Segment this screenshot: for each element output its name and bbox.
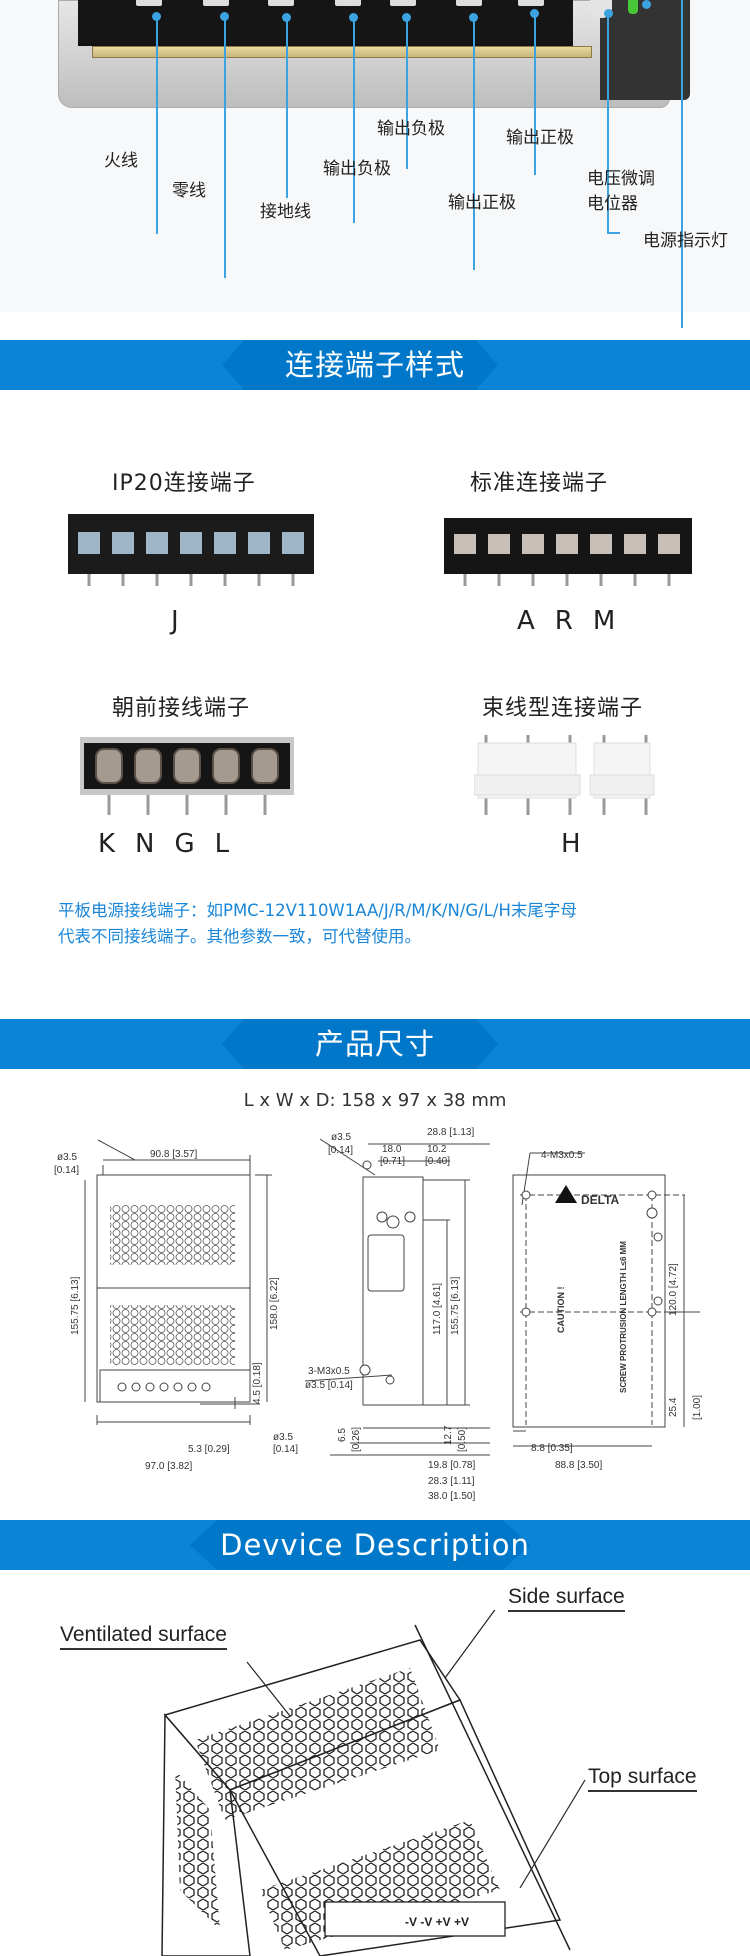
dim-label: 3-M3x0.5 [308,1366,350,1377]
section-title: 产品尺寸 [314,1027,435,1061]
dim-label: 120.0 [4.72] [668,1263,679,1316]
harness-terminal-image [474,735,655,815]
dim-label: ø3.5 [331,1132,352,1143]
dim-label: ø3.5 [0.14] [305,1380,353,1391]
dim-label: 88.8 [3.50] [555,1460,603,1471]
terminal-code-kngl: KNGL [98,829,250,859]
callout-output-negative-2: 输出负极 [377,119,445,139]
pcb-edge-image [92,46,592,58]
back-view-drawing [512,1152,700,1447]
terminal-caption-ip20: IP20连接端子 [112,471,256,496]
dim-label: 97.0 [3.82] [145,1461,193,1472]
warning-label: SCREW PROTRUSION LENGTH L≤6 MM [619,1241,628,1393]
callout-output-negative-1: 输出负极 [323,159,391,179]
callout-neutral-wire: 零线 [172,181,206,201]
dim-label: 18.0 [382,1144,402,1155]
terminal-caption-harness: 束线型连接端子 [482,696,644,721]
caution-label: CAUTION ! [556,1286,566,1334]
dim-label: 5.3 [0.29] [188,1444,230,1455]
section-banner-dimensions: 产品尺寸 [0,1019,750,1069]
dim-label: 25.4 [668,1397,679,1417]
callout-output-positive-2: 输出正极 [506,128,574,148]
dim-label: 28.3 [1.11] [428,1476,475,1487]
dim-label: 117.0 [4.61] [432,1282,443,1335]
callout-live-wire: 火线 [104,151,138,171]
dim-label: 158.0 [6.22] [269,1277,280,1330]
terminal-note-line2: 代表不同接线端子。其他参数一致，可代替使用。 [58,927,421,946]
dim-label: 6.5 [337,1428,348,1442]
dim-label: 28.8 [1.13] [427,1127,475,1138]
front-terminal-image [80,737,294,815]
side-view-drawing [304,1138,490,1456]
dim-label: [0.14] [328,1145,354,1156]
section-title: Devvice Description [220,1528,530,1562]
delta-logo: DELTA [581,1193,620,1207]
section-title: 连接端子样式 [284,348,465,382]
isometric-psu-drawing: -V -V +V +V [161,1610,586,1956]
dim-label: [0.14] [273,1444,299,1455]
callout-voltage-trim: 电压微调 [587,169,655,189]
dim-label: 12.7 [443,1425,454,1445]
dim-label: 8.8 [0.35] [531,1443,573,1454]
dim-label: ø3.5 [273,1432,294,1443]
label-side-surface: Side surface [508,1585,625,1612]
dim-label: [0.71] [380,1156,406,1167]
callout-power-led: 电源指示灯 [643,231,728,251]
dim-label: 90.8 [3.57] [150,1149,198,1160]
svg-text:-V -V +V +V: -V -V +V +V [405,1915,469,1929]
power-led-image [628,0,638,14]
terminal-note-line1: 平板电源接线端子：如PMC-12V110W1AA/J/R/M/K/N/G/L/H… [58,901,577,920]
product-photo-section: 火线 零线 接地线 输出负极 输出负极 输出正极 输出正极 电压微调 电位器 电… [0,0,750,328]
dim-label: 19.8 [0.78] [428,1460,476,1471]
terminal-caption-standard: 标准连接端子 [470,471,609,496]
dim-label: 155.75 [6.13] [70,1276,81,1335]
callout-ground-wire: 接地线 [260,202,311,222]
dim-label: [1.00] [692,1394,703,1420]
dim-label: 10.2 [427,1144,447,1155]
callout-potentiometer: 电位器 [587,194,638,214]
dim-label: 4-M3x0.5 [541,1150,583,1161]
callout-output-positive-1: 输出正极 [448,193,516,213]
terminal-code-h: H [561,829,601,859]
dim-label: 4.5 [0.18] [252,1362,263,1404]
terminal-code-j: J [171,606,199,636]
dim-label: [0.26] [351,1426,362,1452]
terminal-code-arm: ARM [517,606,636,636]
standard-terminal-image [444,518,692,586]
dim-label: [0.50] [457,1426,468,1452]
dim-label: [0.40] [425,1156,451,1167]
terminal-block-image [78,0,573,46]
section-banner-description: Devvice Description [0,1520,750,1570]
label-ventilated-surface: Ventilated surface [60,1623,227,1650]
label-top-surface: Top surface [588,1765,697,1792]
dim-label: 38.0 [1.50] [428,1491,476,1502]
dimensions-subtitle: L x W x D: 158 x 97 x 38 mm [243,1090,507,1111]
terminal-caption-front: 朝前接线端子 [112,696,251,721]
ip20-terminal-image [68,514,314,586]
psu-side-image [600,0,690,100]
dim-label: 155.75 [6.13] [450,1276,461,1335]
dim-label: [0.14] [54,1165,80,1176]
section-banner-terminals: 连接端子样式 [0,340,750,390]
dim-label: ø3.5 [57,1152,78,1163]
front-view-drawing [84,1139,272,1425]
